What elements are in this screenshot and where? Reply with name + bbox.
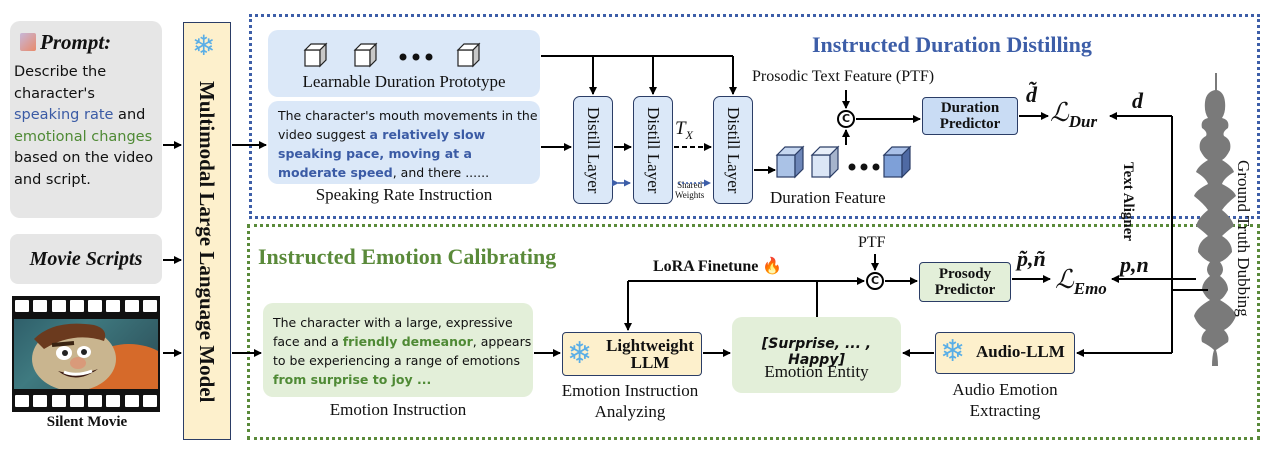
- ptf-label-emotion: PTF: [858, 234, 886, 251]
- pn-tilde-label: p̃,ñ: [1017, 246, 1046, 271]
- emotion-instruction-label: Emotion Instruction: [329, 400, 467, 419]
- duration-section-title: Instructed Duration Distilling: [812, 32, 1092, 57]
- silent-movie-label: Silent Movie: [46, 414, 128, 430]
- text-aligner-label: Text Aligner: [1120, 162, 1136, 242]
- movie-scripts-label: Movie Scripts: [29, 247, 143, 270]
- d-tilde-label: d̃: [1026, 82, 1037, 107]
- distill-layer-n: Distill Layer: [713, 96, 753, 204]
- pn-label: p,n: [1120, 252, 1149, 277]
- silent-movie-filmstrip: [12, 296, 160, 412]
- multimodal-llm-block: ❄ Multimodal Large Language Model: [183, 22, 231, 440]
- film-perforations-bottom: [15, 395, 157, 409]
- ground-truth-dubbing-label: Ground Truth Dubbing: [1234, 160, 1253, 317]
- fire-icon: 🔥: [762, 256, 783, 275]
- emotion-entity-label: Emotion Entity: [764, 362, 869, 381]
- prompt-title: Prompt:: [20, 30, 111, 55]
- ptf-label: Prosodic Text Feature (PTF): [752, 68, 935, 85]
- film-perforations-top: [15, 300, 157, 314]
- snowflake-icon: ❄: [567, 336, 593, 371]
- concat-icon: C: [866, 272, 884, 290]
- emotion-instruction-box: [263, 303, 533, 397]
- movie-frame-image: [14, 319, 158, 389]
- lora-finetune-label: LoRA Finetune 🔥: [653, 256, 783, 275]
- duration-distilling-frame: [249, 14, 1260, 219]
- speaking-rate-instruction-box: [268, 101, 540, 184]
- emotion-entity-text: [Surprise, ... , Happy]: [761, 336, 872, 368]
- snowflake-icon: ❄: [192, 29, 216, 62]
- duration-loss: ℒDur: [1050, 98, 1098, 131]
- emotion-loss: ℒEmo: [1055, 265, 1107, 298]
- audio-llm-block: ❄ Audio-LLM: [935, 332, 1075, 374]
- duration-feature-label: Duration Feature: [770, 188, 886, 207]
- distill-layer-1: Distill Layer: [573, 96, 613, 204]
- snowflake-icon: ❄: [940, 334, 966, 369]
- mllm-label: Multimodal Large Language Model: [195, 81, 219, 403]
- pencil-document-icon: [20, 33, 36, 51]
- emotion-section-title: Instructed Emotion Calibrating: [258, 244, 557, 269]
- prompt-panel: [10, 21, 162, 218]
- prototype-label: Learnable Duration Prototype: [302, 72, 506, 91]
- tx-label: TX: [675, 118, 693, 142]
- emotion-entity-box: [732, 317, 901, 393]
- speaking-rate-label: Speaking Rate Instruction: [315, 185, 493, 204]
- prompt-text: Describe the character's speaking rate a…: [14, 64, 154, 188]
- movie-scripts-box: Movie Scripts: [10, 234, 162, 284]
- concat-icon: C: [837, 110, 855, 128]
- d-label: d: [1132, 88, 1143, 113]
- distill-layer-2: Distill Layer: [633, 96, 673, 204]
- emotion-instruction-text: The character with a large, expressive f…: [273, 315, 532, 387]
- emotion-calibrating-frame: [247, 224, 1260, 440]
- speaking-rate-instruction-text: The character's mouth movements in the v…: [278, 108, 538, 180]
